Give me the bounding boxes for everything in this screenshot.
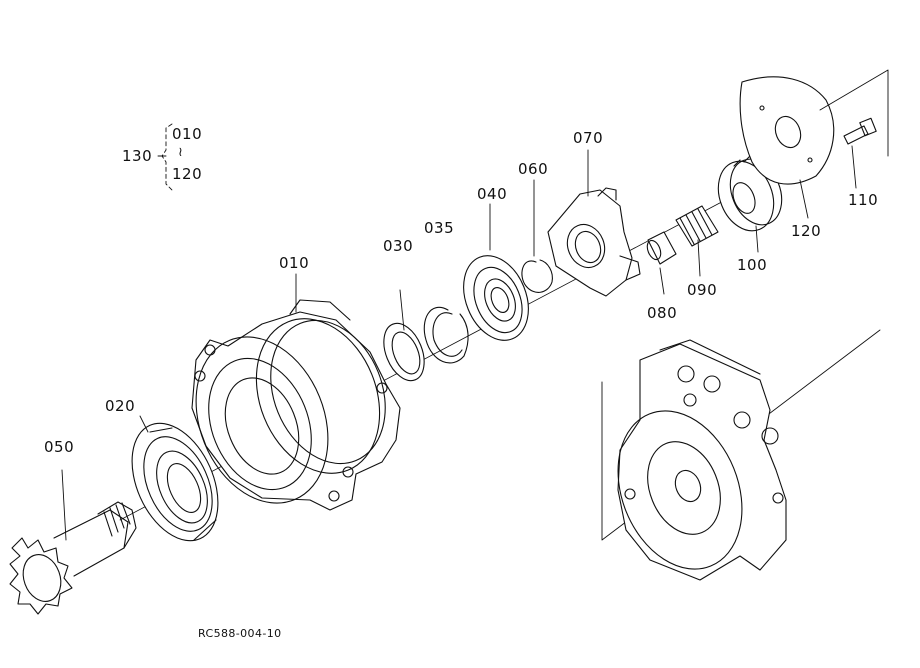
part-label-070: 070 <box>573 129 604 147</box>
part-label-035: 035 <box>424 219 455 237</box>
bolt-110 <box>843 117 877 145</box>
reference-code: RC588-004-10 <box>198 627 282 640</box>
part-label-040: 040 <box>477 185 508 203</box>
snap-ring-035 <box>423 307 469 364</box>
motor-assembly <box>617 339 787 581</box>
part-label-010: 010 <box>279 254 310 272</box>
cover-plate-120 <box>739 76 835 185</box>
part-label-110: 110 <box>848 191 879 209</box>
part-label-100: 100 <box>737 256 768 274</box>
guide-lines-upper <box>819 69 889 157</box>
part-label-060: 060 <box>518 160 549 178</box>
part-label-120: 120 <box>791 222 822 240</box>
carrier-070 <box>547 187 641 297</box>
housing-010 <box>191 299 401 511</box>
group-bracket <box>157 123 173 191</box>
needle-bearing-090 <box>675 205 719 247</box>
bearing-020 <box>131 422 219 542</box>
group-label: 130 <box>122 147 153 165</box>
seal-030 <box>383 322 425 382</box>
part-label-020: 020 <box>105 397 136 415</box>
part-label-030: 030 <box>383 237 414 255</box>
group-range-end: 120 <box>172 165 203 183</box>
part-label-080: 080 <box>647 304 678 322</box>
group-range-mark: ≀ <box>178 145 184 160</box>
part-label-090: 090 <box>687 281 718 299</box>
leader-lines <box>61 145 857 541</box>
group-range-start: 010 <box>172 125 203 143</box>
bearing-040 <box>463 255 529 341</box>
pinion-shaft-050 <box>9 501 137 615</box>
sleeve-080 <box>646 231 677 265</box>
guide-lines-lower <box>601 329 881 541</box>
circlip-060 <box>521 259 553 293</box>
part-label-050: 050 <box>44 438 75 456</box>
